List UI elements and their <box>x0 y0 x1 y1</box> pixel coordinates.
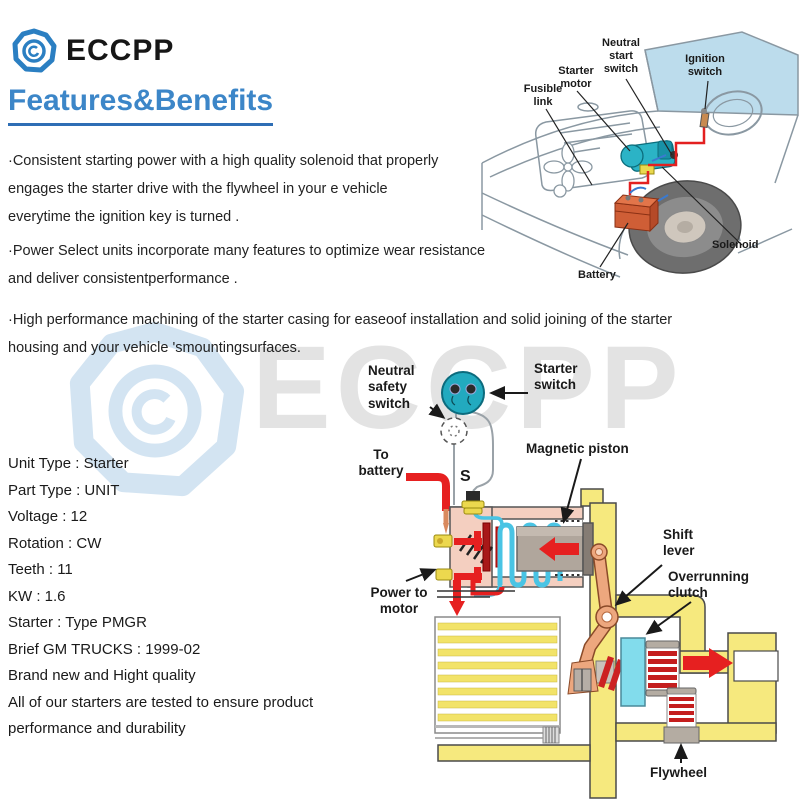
label-magnetic-piston: Magnetic piston <box>526 441 629 456</box>
leader-arrows <box>405 386 692 763</box>
ignition-switch-part <box>699 108 710 129</box>
label-shift-lever: Shift lever <box>663 527 695 559</box>
label-flywheel: Flywheel <box>650 765 708 780</box>
watermark-logo-icon <box>69 321 245 497</box>
label-solenoid: Solenoid <box>712 239 759 251</box>
battery-box <box>613 194 660 233</box>
label-neutral-start-switch: Neutral start switch <box>602 37 640 76</box>
car-illustration-canvas <box>481 31 799 278</box>
magnetic-piston-part <box>516 520 594 576</box>
car-wiring-illustration: Fusible link Starter motor Neutral start… <box>480 15 800 295</box>
spec-line: Part Type : UNIT <box>8 481 120 499</box>
starter-diagram-canvas <box>405 371 779 799</box>
drive-spring <box>598 656 624 691</box>
wiring-blue <box>629 154 669 202</box>
spec-line: performance and durability <box>8 720 186 737</box>
spec-line: Teeth : 11 <box>8 561 73 578</box>
spec-line: All of our starters are tested to ensure… <box>8 693 314 711</box>
flywheel-gear <box>663 687 700 744</box>
spec-line: Brief GM TRUCKS : 1999-02 <box>8 640 201 658</box>
feature-paragraph: ·High performance machining of the start… <box>8 306 672 362</box>
spec-line: KW : 1.6 <box>8 587 66 605</box>
starter-cross-section: Neutral safety switch Starter switch Mag… <box>350 355 800 800</box>
starter-switch-part <box>441 371 485 415</box>
paragraph-line: housing and your vehicle 'smountingsurfa… <box>8 340 301 356</box>
paragraph-line: ·High performance machining of the start… <box>8 312 673 328</box>
paragraph-line: and deliver consistentperformance . <box>8 271 238 287</box>
solenoid-terminals <box>433 491 485 583</box>
paragraph-line: engages the starter drive with the flywh… <box>8 181 388 197</box>
spec-line: Starter : Type PMGR <box>8 614 147 631</box>
feature-paragraph: ·Power Select units incorporate many fea… <box>8 237 485 293</box>
wiring-red <box>628 119 706 195</box>
paragraph-line: ·Power Select units incorporate many fea… <box>8 243 486 259</box>
drive-direction-arrow <box>683 648 733 678</box>
label-ignition-switch: Ignition switch <box>685 53 725 79</box>
spec-line: Rotation : CW <box>8 534 102 552</box>
shift-lever-part <box>567 543 619 695</box>
to-battery-wire <box>406 473 450 534</box>
label-starter-motor: Starter motor <box>558 65 594 91</box>
label-fusible-link: Fusible link <box>523 83 563 109</box>
brand-header: ECCPP <box>10 27 174 75</box>
motor-body <box>434 616 561 744</box>
starter-motor-part <box>620 140 678 175</box>
eccpp-logo-icon <box>12 28 57 73</box>
neutral-safety-switch-part <box>440 417 468 445</box>
feature-paragraph: ·Consistent starting power with a high q… <box>8 147 438 231</box>
spec-line: Brand new and Hight quality <box>8 667 196 684</box>
label-leader-lines <box>545 78 743 268</box>
spec-line: Voltage : 12 <box>8 508 88 525</box>
label-battery: Battery <box>578 269 616 281</box>
overrunning-clutch-part <box>620 637 646 707</box>
label-to-battery: To battery <box>358 447 404 479</box>
page-title: Features&Benefits <box>8 84 274 126</box>
spec-line: Unit Type : Starter <box>8 455 129 472</box>
label-power-to-motor: Power to motor <box>370 585 428 617</box>
label-neutral-safety-switch: Neutral safety switch <box>368 363 415 411</box>
spec-list: Unit Type : Starter Part Type : UNIT Vol… <box>8 451 313 743</box>
brand-logo-text: ECCPP <box>66 34 175 67</box>
shaft-lines <box>437 590 515 598</box>
label-overrunning-clutch: Overrunning clutch <box>668 569 750 601</box>
paragraph-line: everytime the ignition key is turned . <box>8 209 240 225</box>
engine-fan <box>543 142 593 198</box>
housing-yellow <box>437 488 779 799</box>
paragraph-line: ·Consistent starting power with a high q… <box>8 153 439 169</box>
label-s-terminal: S <box>460 468 471 485</box>
label-starter-switch: Starter switch <box>534 361 578 393</box>
